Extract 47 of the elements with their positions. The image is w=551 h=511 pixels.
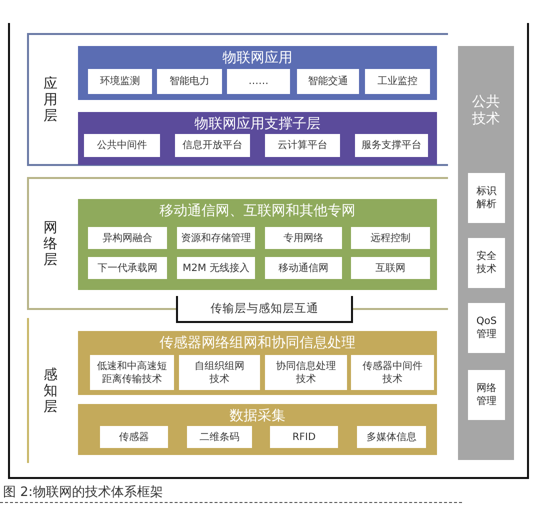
tech-item: 网络管理 — [468, 370, 505, 420]
panel-title: 物联网应用 — [222, 50, 292, 66]
tech-item: 服务支撑平台 — [355, 134, 428, 157]
tech-item: 多媒体信息 — [357, 426, 426, 448]
common-tech-column — [458, 46, 514, 460]
figure-caption: 图 2:物联网的技术体系框架 — [3, 485, 163, 500]
tech-item: 协同信息处理技术 — [265, 355, 347, 390]
tech-item: 标识解析 — [468, 173, 505, 223]
tech-item: 传感器 — [100, 426, 168, 448]
category-panel — [78, 112, 437, 165]
tech-item: RFID — [270, 426, 338, 448]
tech-item: 远程控制 — [351, 227, 430, 249]
category-panel — [78, 404, 437, 455]
tech-item: 专用网络 — [265, 227, 342, 249]
category-panel — [78, 199, 437, 290]
tech-item: 智能交通 — [297, 69, 359, 94]
panel-title: 数据采集 — [230, 408, 286, 424]
panel-title: 物联网应用支撑子层 — [194, 116, 320, 132]
tech-item: 异构网融合 — [88, 227, 167, 249]
panel-title: 传感器网络组网和协同信息处理 — [160, 335, 356, 351]
layer-label: 应用层 — [43, 76, 58, 124]
tech-item: 低速和中高速短距离传输技术 — [90, 355, 174, 390]
layer-label: 网络层 — [43, 220, 58, 268]
tech-item: 工业监控 — [365, 69, 430, 94]
tech-item: 二维条码 — [187, 426, 252, 448]
tech-item: 信息开放平台 — [175, 134, 250, 157]
tech-item: 移动通信网 — [265, 257, 342, 279]
tech-item: 公共中间件 — [84, 134, 160, 157]
category-panel — [78, 46, 437, 100]
tech-item: 安全技术 — [468, 238, 505, 288]
tech-item: 自组织组网技术 — [179, 355, 260, 390]
tech-item: 资源和存储管理 — [177, 227, 255, 249]
tech-item: 智能电力 — [157, 69, 222, 94]
category-panel — [78, 331, 437, 395]
layer-frame — [27, 33, 448, 166]
tech-item: 下一代承载网 — [88, 257, 167, 279]
tech-item: QoS管理 — [468, 303, 505, 353]
tech-item: 云计算平台 — [265, 134, 340, 157]
tech-item: M2M 无线接入 — [177, 257, 255, 279]
tech-item: 环境监测 — [88, 69, 152, 94]
column-title: 公共技术 — [471, 94, 501, 128]
panel-title: 移动通信网、互联网和其他专网 — [160, 203, 356, 219]
tech-item: …… — [227, 69, 290, 94]
tech-item: 传感器中间件技术 — [351, 355, 434, 390]
tech-item: 互联网 — [351, 257, 430, 279]
interconnect-box: 传输层与感知层互通 — [176, 296, 353, 323]
layer-label: 感知层 — [43, 366, 58, 414]
